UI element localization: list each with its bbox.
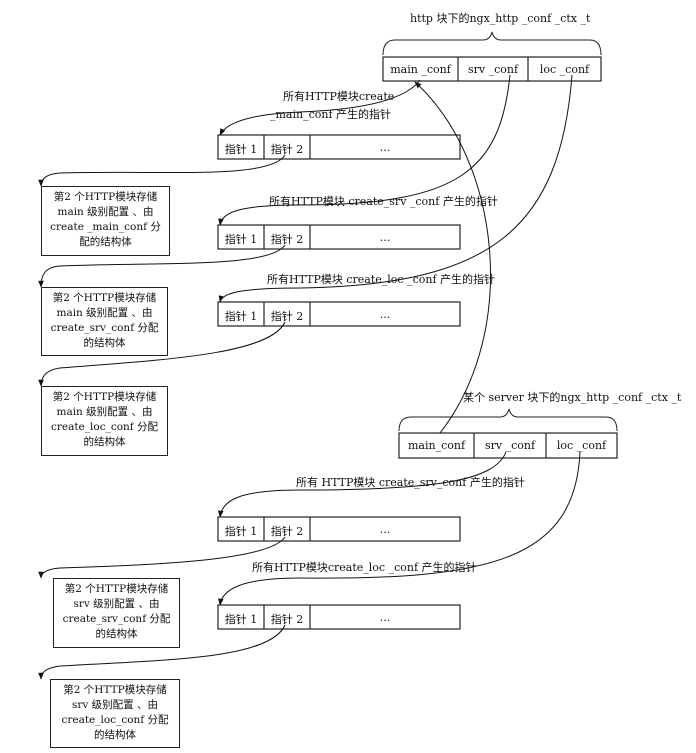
label-loc-conf: 所有HTTP模块 create_loc _conf 产生的指针 xyxy=(267,273,496,286)
ptr-main-cell-1: 指针 1 xyxy=(224,143,258,156)
struct-box-line: 的结构体 xyxy=(95,628,138,640)
ptr-srv-cell-2: 指针 2 xyxy=(270,233,304,246)
arrow-ptr-srv-to-box xyxy=(38,244,286,288)
label-server-srv-conf: 所有 HTTP模块 create_srv_conf 产生的指针 xyxy=(296,476,525,489)
pointer-array-server-loc xyxy=(217,604,461,630)
struct-box-main-loc: 第2 个HTTP模块存储 main 级别配置 、由 create_loc_con… xyxy=(41,386,168,456)
server-ctx-table xyxy=(398,432,618,459)
struct-box-line: 第2 个HTTP模块存储 xyxy=(53,191,158,203)
arrow-server-main-conf xyxy=(414,81,492,434)
struct-box-line: main 级别配置 、由 xyxy=(57,206,154,218)
struct-box-line: create_srv_conf 分配 xyxy=(62,613,171,625)
pointer-array-server-srv xyxy=(217,516,461,542)
arrow-ptr-main-to-box xyxy=(38,154,286,187)
ptr-loc-cell-2: 指针 2 xyxy=(270,310,304,323)
pointer-array-main xyxy=(217,134,461,160)
struct-box-line: srv 级别配置 、由 xyxy=(73,598,160,610)
arrow-http-loc-conf xyxy=(218,74,573,303)
ptr-server-loc-cell-2: 指针 2 xyxy=(270,613,304,626)
label-server-loc-conf: 所有HTTP模块create_loc _conf 产生的指针 xyxy=(252,561,477,574)
ptr-srv-cell-1: 指针 1 xyxy=(224,233,258,246)
arrow-ptr-server-loc-to-box xyxy=(38,624,286,680)
server-ctx-title: 某个 server 块下的ngx_http _conf _ctx _t xyxy=(463,391,682,404)
http-ctx-cell-srv-conf: srv _conf xyxy=(467,63,519,76)
struct-box-line: 的结构体 xyxy=(83,436,126,448)
ptr-server-srv-cell-1: 指针 1 xyxy=(224,525,258,538)
struct-box-line: create_loc_conf 分配 xyxy=(61,714,169,726)
struct-box-main-srv: 第2 个HTTP模块存储 main 级别配置 、由 create_srv_con… xyxy=(41,287,168,356)
http-ctx-cell-main-conf: main _conf xyxy=(390,63,451,76)
server-ctx-cell-loc-conf: loc _conf xyxy=(556,439,607,452)
arrow-http-srv-conf xyxy=(218,74,511,226)
struct-box-line: 第2 个HTTP模块存储 xyxy=(63,684,167,696)
struct-box-line: 第2 个HTTP模块存储 xyxy=(64,583,169,595)
label-srv-conf: 所有HTTP模块 create_srv _conf 产生的指针 xyxy=(269,195,498,208)
struct-box-main-main: 第2 个HTTP模块存储 main 级别配置 、由 create _main_c… xyxy=(41,186,170,256)
struct-box-line: srv 级别配置 、由 xyxy=(71,699,158,711)
struct-box-line: main 级别配置 、由 xyxy=(56,406,153,418)
struct-box-line: create _main_conf 分 xyxy=(50,221,161,233)
http-ctx-brace xyxy=(382,31,602,56)
arrow-ptr-server-srv-to-box xyxy=(38,536,286,579)
server-ctx-brace xyxy=(398,408,618,432)
http-ctx-title: http 块下的ngx_http _conf _ctx _t xyxy=(410,12,591,25)
struct-box-line: create_loc_conf 分配 xyxy=(50,421,159,433)
struct-box-line: main 级别配置 、由 xyxy=(56,307,153,319)
http-ctx-cell-loc-conf: loc _conf xyxy=(539,63,590,76)
struct-box-line: create_srv_conf 分配 xyxy=(50,322,159,334)
pointer-array-srv xyxy=(217,224,461,250)
ptr-server-loc-cell-1: 指针 1 xyxy=(224,613,258,626)
arrow-server-loc-conf xyxy=(218,451,581,606)
arrow-server-srv-conf xyxy=(217,451,507,518)
pointer-array-loc xyxy=(217,301,461,327)
arrow-http-main-conf xyxy=(219,79,421,136)
struct-box-srv-srv: 第2 个HTTP模块存储 srv 级别配置 、由 create_srv_conf… xyxy=(53,578,180,648)
struct-box-line: 第2 个HTTP模块存储 xyxy=(52,292,157,304)
struct-box-line: 第2 个HTTP模块存储 xyxy=(52,391,157,403)
ptr-main-cell-rest: ... xyxy=(379,141,391,154)
ptr-loc-cell-rest: ... xyxy=(379,308,391,321)
ptr-server-srv-cell-2: 指针 2 xyxy=(270,525,304,538)
label-main-conf-line1: 所有HTTP模块create xyxy=(283,90,395,103)
struct-box-srv-loc: 第2 个HTTP模块存储 srv 级别配置 、由 create_loc_conf… xyxy=(50,679,180,748)
server-ctx-cell-main-conf: main_conf xyxy=(407,439,466,452)
ptr-main-cell-2: 指针 2 xyxy=(270,143,304,156)
label-main-conf-line2: _main_conf 产生的指针 xyxy=(270,108,392,121)
struct-box-line: 配的结构体 xyxy=(79,236,132,248)
ptr-server-loc-cell-rest: ... xyxy=(379,611,391,624)
struct-box-line: 的结构体 xyxy=(94,729,136,741)
ptr-srv-cell-rest: ... xyxy=(379,231,391,244)
ptr-server-srv-cell-rest: ... xyxy=(379,523,391,536)
ptr-loc-cell-1: 指针 1 xyxy=(224,310,258,323)
arrow-ptr-loc-to-box xyxy=(38,321,286,387)
server-ctx-cell-srv-conf: srv _conf xyxy=(484,439,536,452)
struct-box-line: 的结构体 xyxy=(83,337,126,349)
http-ctx-table xyxy=(382,56,602,82)
